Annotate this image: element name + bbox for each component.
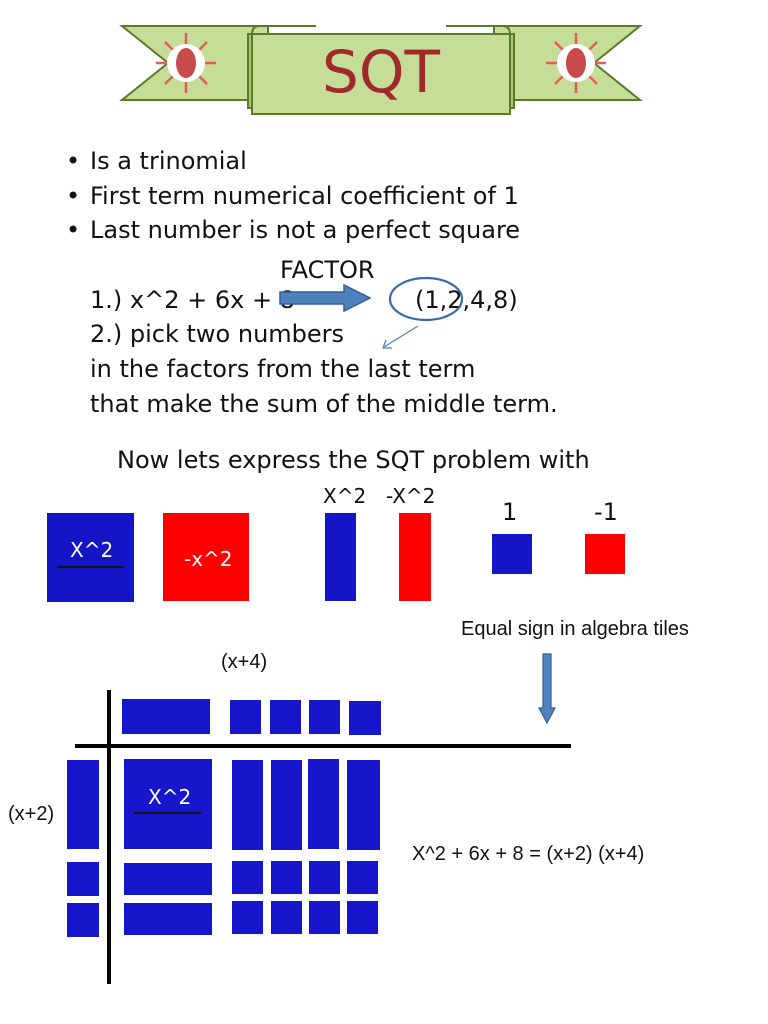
tile-label-underline	[57, 566, 124, 568]
product-tile-x	[124, 903, 212, 935]
title-banner	[119, 25, 643, 115]
sun-ornament-right	[546, 33, 606, 93]
tile-x-positive-label: X^2	[323, 484, 367, 508]
step-2-line: 2.) pick two numbers	[90, 320, 345, 348]
tile-unit-positive-label: 1	[502, 498, 518, 526]
tile-x-negative	[399, 513, 431, 601]
tile-x-squared-negative	[163, 513, 249, 601]
result-equation: X^2 + 6x + 8 = (x+2) (x+4)	[412, 843, 645, 865]
step-2-line: in the factors from the last term	[90, 355, 476, 383]
top-factor-label: (x+4)	[221, 651, 268, 673]
product-tile-x	[271, 760, 302, 850]
product-tile-unit	[232, 861, 263, 894]
product-tile-unit	[271, 901, 302, 934]
tile-x-squared-negative-label: -x^2	[184, 547, 233, 571]
pointer-arrow-icon	[382, 325, 419, 349]
circle-highlight-icon	[388, 276, 464, 322]
product-tile-x-squared-label: X^2	[148, 785, 192, 809]
tile-x-positive	[325, 513, 356, 601]
tiles-heading: Now lets express the SQT problem with	[117, 446, 590, 474]
factor-tile-x-side	[67, 760, 99, 849]
factor-tile-unit-side	[67, 862, 99, 896]
product-tile-unit	[309, 861, 340, 894]
factor-tile-unit-top	[349, 701, 381, 735]
tile-unit-positive	[492, 534, 532, 574]
product-tile-unit	[347, 861, 378, 894]
factor-tile-unit-side	[67, 903, 99, 937]
step-1-factors: (1,2,4,8)	[415, 286, 518, 314]
tile-label-underline	[134, 812, 201, 814]
banner-title: SQT	[322, 38, 440, 106]
tile-x-negative-label: -X^2	[386, 484, 436, 508]
sun-ornament-left	[156, 33, 216, 93]
factor-tile-unit-top	[309, 700, 340, 734]
step-1-expression: 1.) x^2 + 6x + 8	[90, 286, 295, 314]
product-tile-unit	[347, 901, 378, 934]
arrow-icon	[279, 283, 372, 313]
rule-item: Last number is not a perfect square	[62, 213, 520, 248]
equal-sign-note: Equal sign in algebra tiles	[461, 618, 689, 640]
product-tile-x-squared	[124, 759, 212, 849]
down-arrow-icon	[538, 653, 556, 725]
rule-item: Is a trinomial	[62, 144, 520, 179]
product-tile-unit	[271, 861, 302, 894]
product-tile-unit	[232, 901, 263, 934]
rule-list: Is a trinomial First term numerical coef…	[62, 144, 520, 248]
factor-label: FACTOR	[280, 256, 375, 284]
factor-tile-x-top	[122, 699, 210, 734]
factor-tile-unit-top	[230, 700, 261, 734]
factor-tile-unit-top	[270, 700, 301, 734]
product-tile-x	[308, 759, 339, 849]
tile-x-squared-positive	[47, 513, 134, 602]
tile-x-squared-positive-label: X^2	[70, 538, 114, 562]
step-2-line: that make the sum of the middle term.	[90, 390, 558, 418]
product-tile-x	[347, 760, 380, 850]
side-factor-label: (x+2)	[8, 803, 55, 825]
grid-axes	[75, 690, 571, 984]
tile-unit-negative	[585, 534, 625, 574]
product-tile-unit	[309, 901, 340, 934]
product-tile-x	[124, 863, 212, 895]
product-tile-x	[232, 760, 263, 850]
rule-item: First term numerical coefficient of 1	[62, 179, 520, 214]
tile-unit-negative-label: -1	[594, 498, 618, 526]
